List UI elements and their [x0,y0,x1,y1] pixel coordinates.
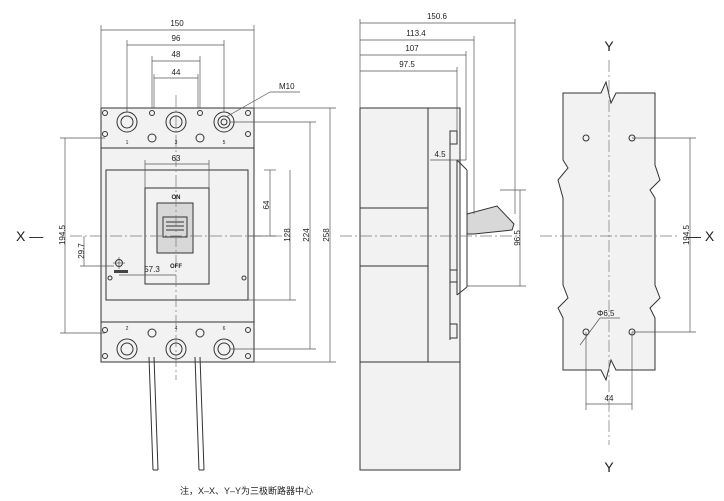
x-axis-label-right: — X [687,228,715,244]
footnote: 注，X–X、Y–Y为三极断路器中心 [180,485,313,496]
dim-48: 48 [172,50,181,59]
thread-label: M10 [279,82,295,91]
front-view: 150 96 48 44 63 M10 64 128 224 258 194.5… [16,19,336,471]
terminal-label: 6 [223,326,226,332]
dim-150-6: 150.6 [427,12,448,21]
dim-224: 224 [302,228,311,242]
dim-64: 64 [262,200,271,209]
mounting-hole [582,134,590,142]
y-axis-label-top: Y [604,38,614,54]
cables [148,356,205,471]
side-view: 150.6 113.4 107 97.5 4.5 96.5 [340,12,526,471]
side-body [359,107,461,363]
hole-diameter-label: Φ6.5 [597,309,615,318]
terminal-label: 3 [175,140,178,146]
terminal-label: 4 [175,326,178,332]
dim-57-3: 57.3 [144,265,160,274]
dim-150: 150 [170,19,184,28]
top-terminals [102,110,251,143]
dim-194-5: 194.5 [58,224,67,245]
dim-113-4: 113.4 [406,29,426,38]
side-lower-body [359,361,461,471]
dim-107: 107 [405,44,419,53]
dim-96: 96 [172,34,181,43]
dim-96-5: 96.5 [513,230,522,246]
dim-97-5: 97.5 [399,60,415,69]
front-cover [105,169,249,301]
dim-258: 258 [322,228,331,242]
mount-dim-194-5: 194.5 [682,224,691,245]
dim-29-7: 29.7 [77,243,86,259]
off-label: OFF [170,264,182,270]
dim-63: 63 [172,154,181,163]
mount-dim-44: 44 [605,394,614,403]
side-handle [466,205,515,235]
x-axis-label-left: X — [16,228,43,244]
dim-4-5: 4.5 [434,150,446,159]
terminal-label: 2 [126,326,129,332]
terminal-label: 5 [223,140,226,146]
on-label: ON [172,195,181,201]
y-axis-label-bottom: Y [604,459,614,475]
terminal-label: 1 [126,140,129,146]
operating-handle [156,202,194,254]
dim-44: 44 [172,68,181,77]
mounting-view: 194.5 Φ6.5 44 Y Y — X [540,38,715,475]
dim-128: 128 [283,228,292,242]
